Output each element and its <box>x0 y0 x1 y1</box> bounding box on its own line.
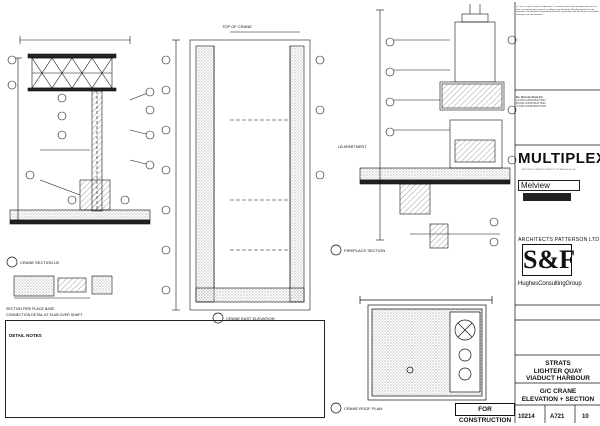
grid-markers-mid <box>161 55 325 295</box>
project-line: LIGHTER QUAY <box>533 367 583 375</box>
fireplace-section <box>359 4 511 249</box>
revision-row: C FOR CONSTRUCTION <box>516 105 546 108</box>
section-marker <box>6 256 18 268</box>
fireplace-marker <box>330 244 342 256</box>
label-fireplace-section: FIREPLACE SECTION <box>344 248 385 253</box>
project-line: VIADUCT HARBOUR <box>526 375 590 382</box>
label-apartment-level: LB APARTMENT <box>338 145 367 149</box>
builder-logo: MULTIPLEX <box>518 150 600 167</box>
label-crane-east: CRANE EAST ELEVATION <box>226 316 275 321</box>
architect-name: ARCHITECTS PATTERSON LTD <box>518 237 600 243</box>
drawing-number: A721 <box>550 414 565 420</box>
label-crane-roof: CRANE ROOF PLAN <box>344 406 382 411</box>
connection-detail <box>13 275 113 299</box>
label-top-crane: TOP OF CRANE <box>222 24 252 29</box>
for-construction-stamp: FOR CONSTRUCTION <box>455 403 515 424</box>
developer-logo: Melview <box>518 180 580 191</box>
project-title: STRATS LIGHTER QUAY VIADUCT HARBOUR <box>518 360 598 383</box>
grid-markers-right <box>385 35 517 247</box>
crane-east-elevation <box>172 31 311 311</box>
drawing-title-line: G/C CRANE <box>539 388 577 395</box>
crane-section-detail <box>9 36 151 225</box>
job-number: 10214 <box>518 414 535 420</box>
developer-logo-bar <box>523 193 571 201</box>
detail-notes-box <box>5 320 325 418</box>
grid-markers-left <box>7 55 155 205</box>
crane-roof-plan <box>359 296 493 401</box>
drawing-title: G/C CRANE ELEVATION + SECTION <box>518 388 598 403</box>
project-line: STRATS <box>545 360 571 367</box>
revision-number: 10 <box>582 414 589 420</box>
consultant-logo: S&F <box>522 244 575 276</box>
revision-row: A FOR CONSTRUCTION <box>516 99 546 102</box>
title-block-frame <box>514 2 600 423</box>
engineer-logo: HughesConsultingGroup <box>518 281 582 287</box>
builder-subtitle: MULTIPLEX CONSTRUCTIONS PTY LTD ABN 000 … <box>522 169 576 171</box>
label-section-fire: SECTION FIRE PLACE BASE <box>6 307 55 311</box>
revision-header: No. Revision Date Init <box>516 96 543 99</box>
revision-row: B FOR CONSTRUCTION <box>516 102 546 105</box>
revision-table: No. Revision Date Init A FOR CONSTRUCTIO… <box>516 96 600 136</box>
notes-heading: DETAIL NOTES <box>9 333 42 338</box>
general-note: DO NOT SCALE THESE DRAWINGS. Contractor … <box>516 6 600 16</box>
label-connection-detail: CONNECTION DETAIL AT SLAB OVER SHAFT <box>6 313 83 317</box>
label-crane-section: CRANE SECTION LB <box>20 260 59 265</box>
roof-plan-marker <box>330 402 342 414</box>
drawing-title-line: ELEVATION + SECTION <box>521 395 595 403</box>
